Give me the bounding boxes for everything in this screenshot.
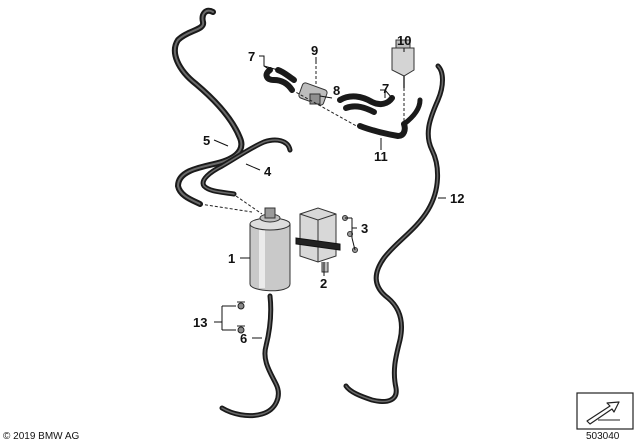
hose-12: [343, 63, 445, 404]
callout-13: 13: [193, 315, 207, 330]
callout-12: 12: [450, 191, 464, 206]
arrow-page-icon: [576, 392, 634, 430]
callout-7-right: 7: [382, 81, 389, 96]
connection-line: [235, 195, 263, 215]
leader-lines: [213, 48, 446, 339]
charcoal-canister: [249, 207, 291, 292]
diagram-number: 503040: [586, 431, 620, 442]
copyright-notice: © 2019 BMW AG: [3, 431, 80, 442]
callout-7-left: 7: [248, 49, 255, 64]
screw-set: [237, 301, 245, 334]
callout-3: 3: [361, 221, 368, 236]
callouts: 1 2 3 4 5 6 7 7 8 9 10 11 12 13: [193, 33, 464, 346]
canister-holder: [295, 207, 358, 273]
callout-1: 1: [228, 251, 235, 266]
connection-line: [199, 203, 253, 213]
hose-6: [219, 293, 281, 419]
callout-8: 8: [333, 83, 340, 98]
callout-4: 4: [264, 164, 272, 179]
valve-assembly: [263, 39, 415, 139]
callout-2: 2: [320, 276, 327, 291]
callout-9: 9: [311, 43, 318, 58]
callout-5: 5: [203, 133, 210, 148]
hose-5: [171, 7, 245, 207]
hose-4: [200, 137, 293, 197]
callout-6: 6: [240, 331, 247, 346]
callout-10: 10: [397, 33, 411, 48]
callout-11: 11: [374, 149, 388, 164]
